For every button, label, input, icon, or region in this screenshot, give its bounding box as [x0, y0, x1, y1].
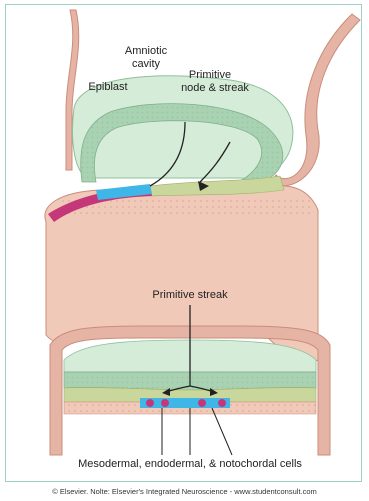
amniotic-cavity-label-line2: cavity	[132, 58, 161, 70]
cell-2	[161, 399, 169, 407]
pointer-line-2	[212, 408, 232, 455]
cells-label: Mesodermal, endodermal, & notochordal ce…	[78, 458, 302, 470]
copyright-footer: © Elsevier. Nolte: Elsevier's Integrated…	[0, 487, 369, 496]
cell-1	[146, 399, 154, 407]
top-embryo-section: Amniotic cavity Epiblast Primitive node …	[45, 10, 360, 363]
primitive-node-label-line1: Primitive	[189, 69, 231, 81]
cell-4	[218, 399, 226, 407]
cell-3	[198, 399, 206, 407]
amniotic-cavity-label-line1: Amniotic	[125, 45, 168, 57]
epiblast-label: Epiblast	[88, 81, 127, 93]
primitive-streak-label: Primitive streak	[152, 289, 228, 301]
primitive-node-label-line2: node & streak	[181, 82, 249, 94]
